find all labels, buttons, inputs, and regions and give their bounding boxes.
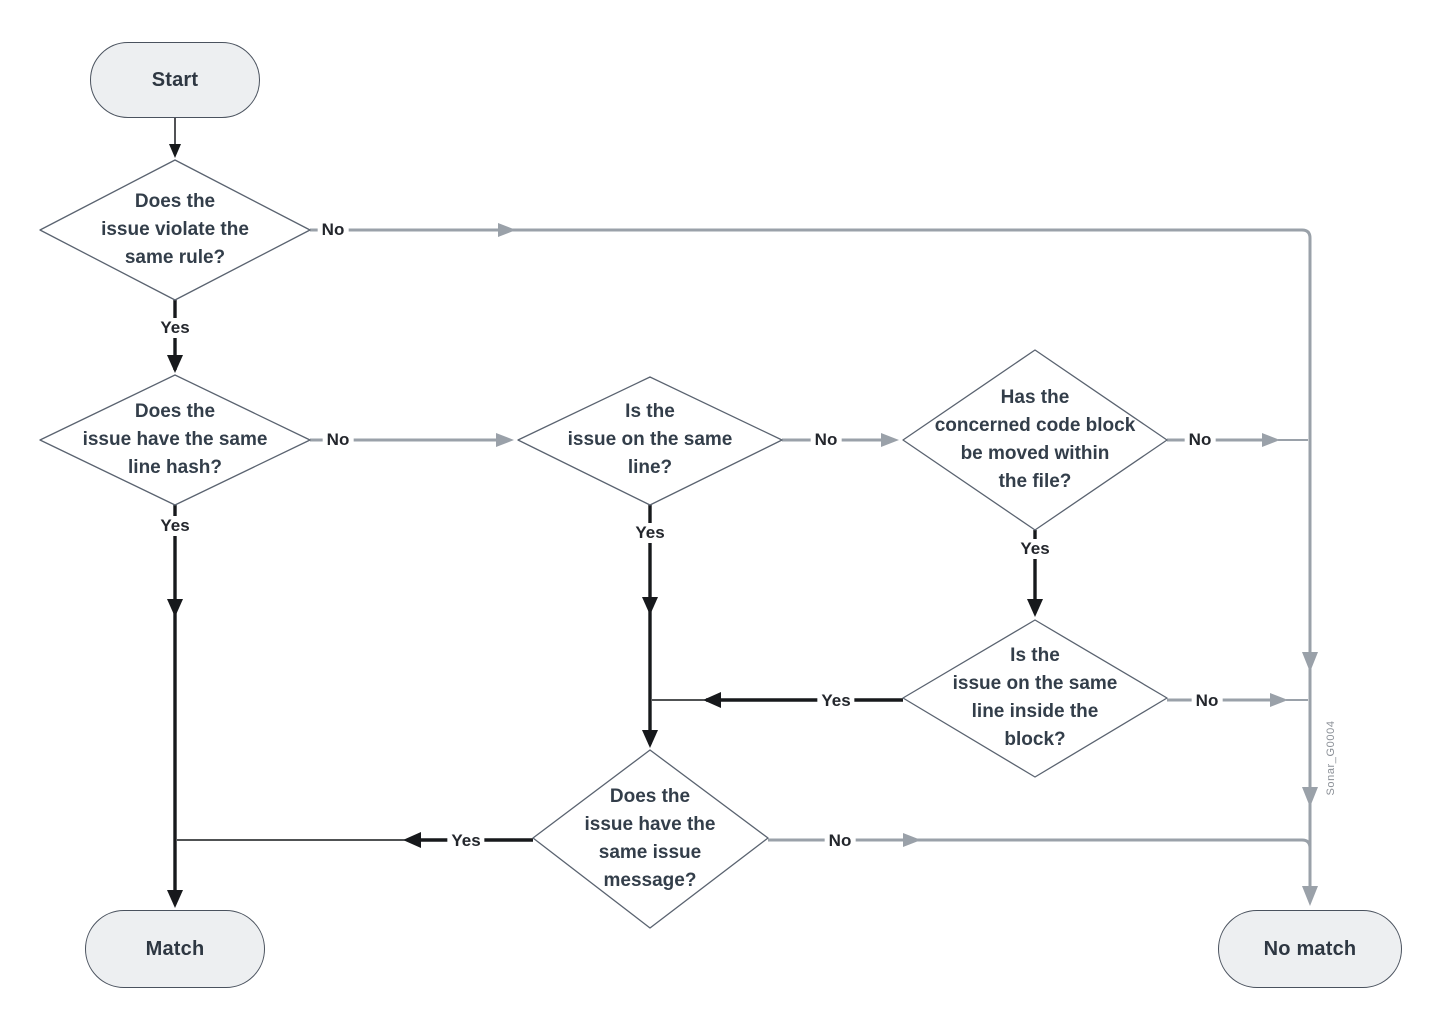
decision-text-line: block? (1004, 729, 1066, 750)
decision-text-line: issue have the same (82, 429, 268, 450)
edge-d1-no-line (310, 228, 1312, 902)
decision-shapes (39, 159, 1168, 929)
decision-text-line: issue on the same (952, 673, 1118, 694)
terminal-match: Match (85, 910, 265, 988)
terminal-match-label: Match (145, 937, 205, 960)
edge-label-d5-yes: Yes (817, 691, 855, 711)
decision-d2: Does the issue have the same line hash? (83, 398, 268, 482)
arrow-d4-no-mid (1262, 433, 1280, 447)
decision-d5: Is the issue on the same line inside the… (953, 642, 1118, 754)
decision-d6: Does the issue have the same issue messa… (585, 783, 716, 895)
arrowheads-gray (496, 223, 1318, 906)
decision-text-line: Is the (625, 401, 675, 422)
terminal-no-match-label: No match (1263, 937, 1357, 960)
edge-label-d3-no: No (810, 430, 842, 450)
arrow-into-d3 (496, 433, 514, 447)
connector-lines-gray (310, 228, 1312, 902)
connector-tails-gray (1278, 439, 1308, 701)
decision-d1-shape (39, 159, 311, 301)
arrow-d2-yes-mid (167, 599, 183, 617)
terminal-no-match: No match (1218, 910, 1402, 988)
arrow-into-match (167, 890, 183, 908)
decision-text-line: be moved within (960, 443, 1110, 464)
watermark-text: Sonar_G0004 (1325, 720, 1337, 796)
decision-text-line: issue have the (584, 814, 716, 835)
decision-text-line: issue on the same (567, 429, 733, 450)
arrow-into-d1 (169, 144, 181, 158)
edge-label-d6-no: No (824, 831, 856, 851)
arrow-d5-yes (703, 692, 721, 708)
arrow-right-column-mid-2 (1302, 787, 1318, 807)
edge-label-d2-no: No (322, 430, 354, 450)
decision-d3: Is the issue on the same line? (568, 398, 733, 482)
arrow-right-column-mid-1 (1302, 652, 1318, 672)
edge-label-d6-yes: Yes (447, 831, 485, 851)
arrow-into-d6 (642, 730, 658, 748)
decision-text-line: same issue (598, 842, 702, 863)
edge-d6-no-line (768, 838, 1312, 849)
decision-d1: Does the issue violate the same rule? (101, 188, 249, 272)
edge-label-d3-yes: Yes (631, 523, 669, 543)
edge-label-d1-no: No (317, 220, 349, 240)
edge-label-d5-no: No (1191, 691, 1223, 711)
decision-text-line: line inside the (971, 701, 1099, 722)
decision-text-line: line hash? (128, 457, 222, 478)
decision-text-line: Has the (1000, 387, 1070, 408)
decision-text-line: Does the (134, 401, 216, 422)
arrow-into-no-match (1302, 886, 1318, 906)
decision-d2-shape (39, 374, 311, 506)
arrow-d6-no-mid (903, 833, 921, 847)
decision-text-line: the file? (998, 471, 1072, 492)
edge-d6-yes-tail (174, 839, 420, 842)
terminal-start-label: Start (151, 68, 199, 91)
decision-text-line: message? (603, 870, 697, 891)
arrowheads-black (167, 144, 1043, 908)
decision-text-line: line? (627, 457, 673, 478)
edge-label-d1-yes: Yes (156, 318, 194, 338)
decision-d5-shape (902, 619, 1168, 778)
edge-label-d4-no: No (1184, 430, 1216, 450)
decision-text-line: Does the (609, 786, 691, 807)
decision-d3-shape (517, 376, 783, 506)
arrow-d5-no-mid (1270, 693, 1288, 707)
terminal-start: Start (90, 42, 260, 118)
edge-label-d2-yes: Yes (156, 516, 194, 536)
arrow-d1-no-mid (498, 223, 516, 237)
arrow-d6-yes (403, 832, 421, 848)
arrow-into-d4 (881, 433, 899, 447)
decision-d4-shape (902, 349, 1168, 531)
decision-d6-shape (532, 749, 769, 929)
decision-text-line: same rule? (124, 247, 226, 268)
decision-text-line: Is the (1010, 645, 1060, 666)
decision-text-line: Does the (134, 191, 216, 212)
edge-label-d4-yes: Yes (1016, 539, 1054, 559)
arrow-into-d2 (167, 355, 183, 373)
decision-d4: Has the concerned code block be moved wi… (935, 384, 1136, 496)
decision-text-line: issue violate the (101, 219, 249, 240)
arrow-into-d5 (1027, 599, 1043, 617)
decision-text-line: concerned code block (934, 415, 1136, 436)
arrow-d3-yes-mid (642, 597, 658, 615)
